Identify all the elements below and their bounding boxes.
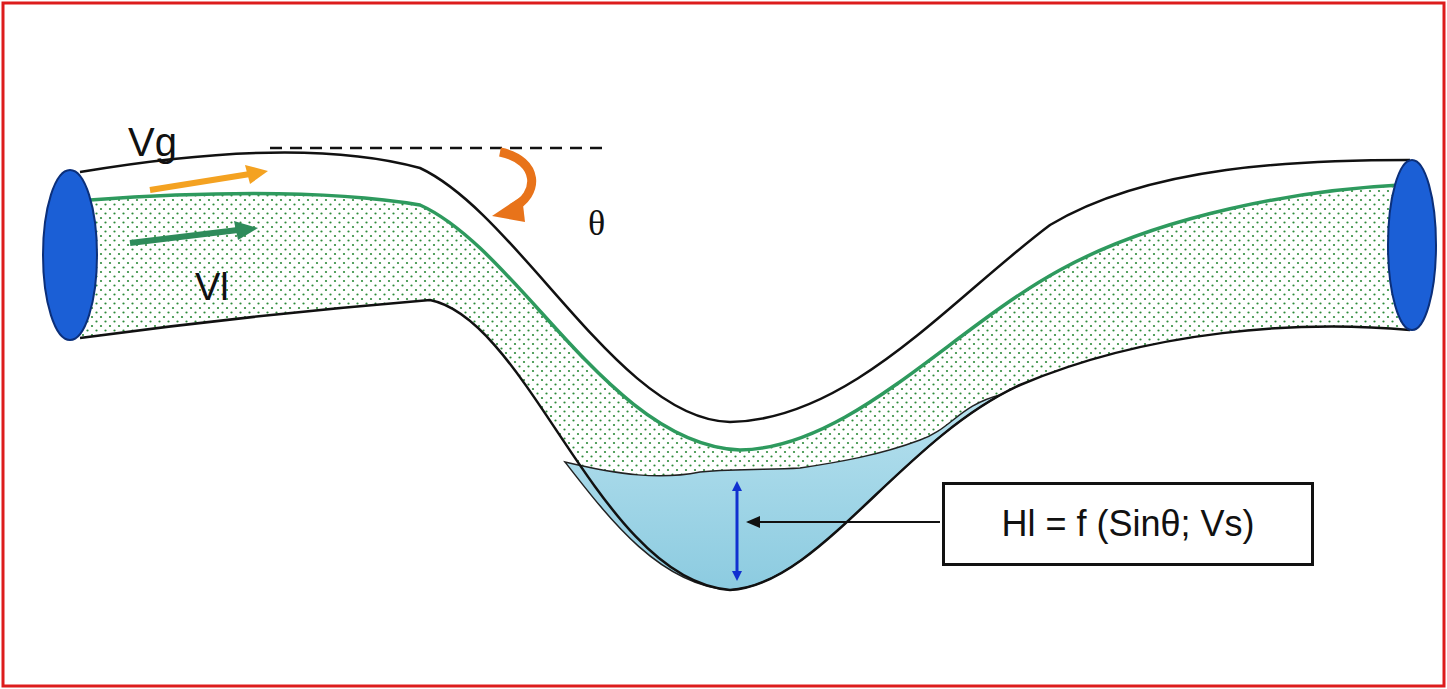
liquid-layer — [80, 185, 1410, 590]
formula-text: Hl = f (Sinθ; Vs) — [1001, 504, 1254, 544]
liquid-velocity-label: Vl — [195, 268, 229, 306]
arrow-head — [492, 196, 525, 222]
leader-line — [748, 521, 940, 523]
pipe-end — [1388, 160, 1436, 330]
frame — [3, 3, 1444, 686]
holdup-height-arrow — [736, 486, 739, 576]
gas-velocity-label: Vg — [128, 122, 177, 162]
angle-label: θ — [588, 205, 605, 241]
liquid-velocity-arrow — [130, 230, 238, 243]
pipe-end — [43, 170, 97, 340]
arrow-head — [234, 221, 258, 240]
gas-velocity-arrow — [150, 174, 250, 190]
pipe-wall — [80, 300, 1410, 590]
formula-box: Hl = f (Sinθ; Vs) — [942, 482, 1314, 566]
arrow-head — [245, 165, 268, 184]
horizontal-reference — [270, 147, 605, 150]
angle-arrow — [500, 152, 532, 208]
liquid-surface — [90, 185, 1400, 450]
